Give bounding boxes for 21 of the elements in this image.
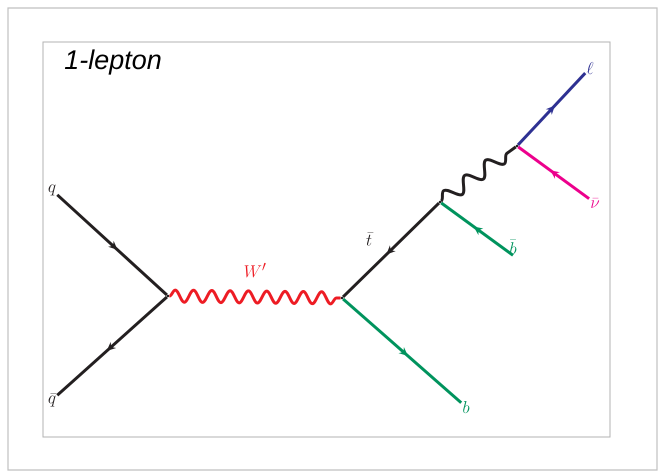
vertex-point (438, 200, 442, 204)
vertex-point (516, 144, 518, 148)
fermion-line (56, 194, 168, 296)
fermion-line (440, 202, 514, 257)
particle-label: $\ell$ (586, 62, 594, 74)
particle-label: $b$ (463, 401, 470, 414)
fermion-line (342, 298, 462, 404)
fermion-line (342, 202, 440, 298)
wavy-line (168, 288, 341, 306)
fermion-line (516, 72, 586, 146)
title: 1-lepton (64, 49, 161, 75)
edge-label: $\bar{t}$ (366, 232, 374, 246)
fermion-line (517, 146, 590, 200)
fermion-line (56, 296, 168, 396)
wavy-line (440, 146, 517, 202)
particle-label: $\bar{q}$ (48, 393, 56, 407)
vertex-point (166, 294, 170, 298)
edge-label: $W'$ (244, 262, 266, 278)
particle-label: $\bar{\nu}$ (591, 198, 600, 208)
vertex-point (340, 296, 344, 300)
particle-label: $q$ (48, 184, 56, 196)
